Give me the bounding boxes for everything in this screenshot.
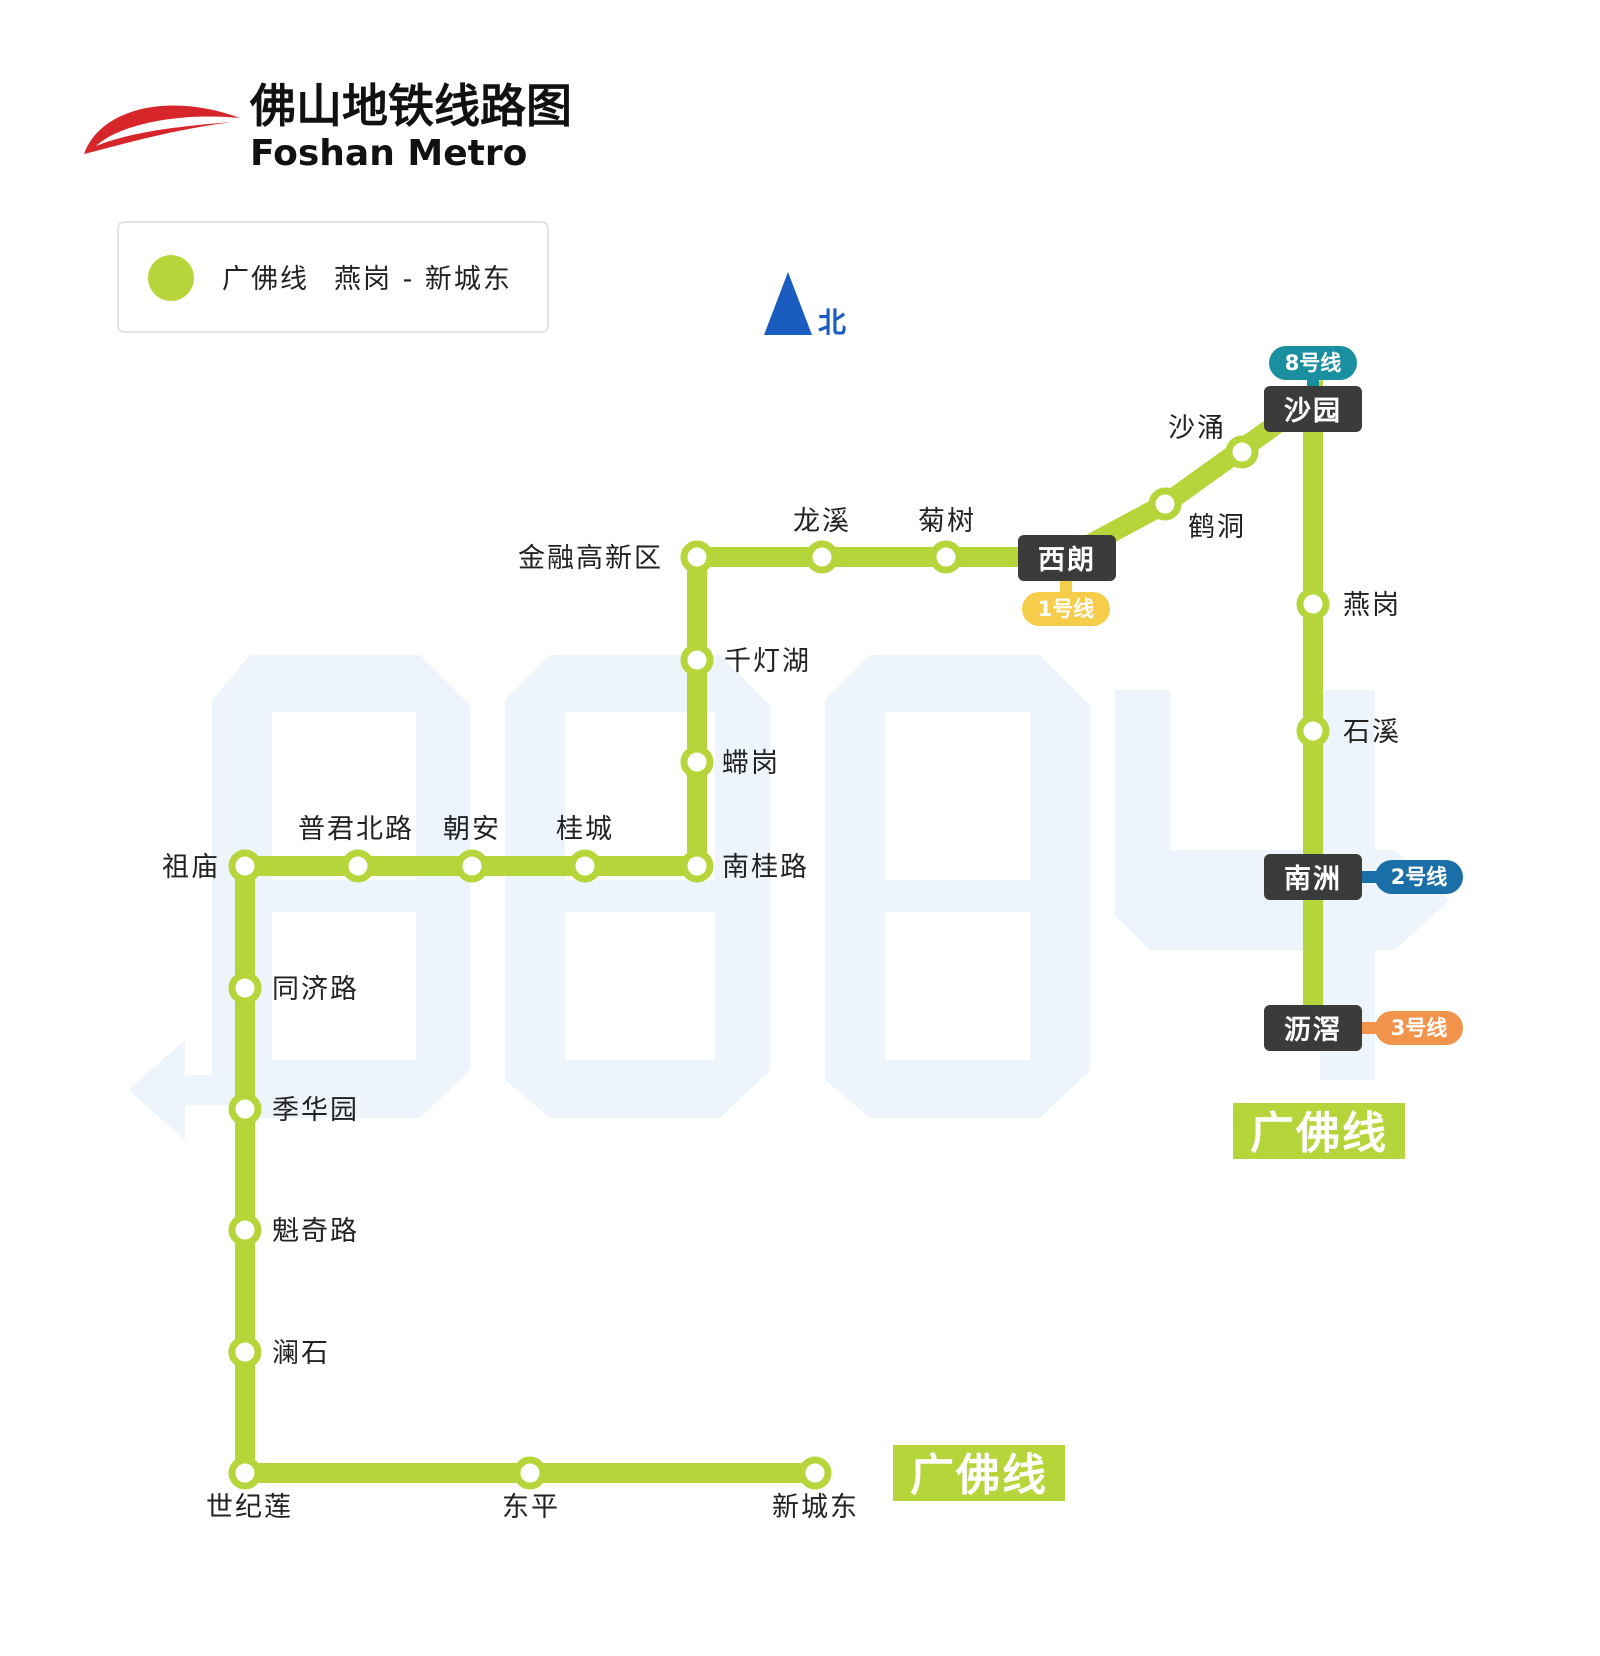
legend-line-name: 广佛线 xyxy=(222,264,309,295)
hub-label: 沙园 xyxy=(1284,396,1342,427)
hub-label: 西朗 xyxy=(1038,545,1096,576)
watermark xyxy=(128,655,1450,1140)
station-chaoan[interactable]: 朝安 xyxy=(443,814,501,883)
hub-lijiao[interactable]: 沥滘 3号线 xyxy=(1264,1005,1463,1051)
station-kuiqilu[interactable]: 魁奇路 xyxy=(228,1213,359,1247)
compass: 北 xyxy=(764,272,846,339)
station-label: 千灯湖 xyxy=(724,646,811,677)
station-dongping[interactable]: 东平 xyxy=(502,1456,560,1523)
station-jihuayuan[interactable]: 季华园 xyxy=(228,1092,359,1126)
station-nanguilu[interactable]: 南桂路 xyxy=(680,849,809,883)
transfer-tag-label: 1号线 xyxy=(1038,597,1095,621)
legend-line-dot-icon xyxy=(148,255,194,301)
stations: 新城东 东平 世纪莲 澜石 魁奇路 季华园 同济路 祖庙 xyxy=(162,413,1401,1523)
station-label: 沙涌 xyxy=(1168,413,1226,444)
station-label: 季华园 xyxy=(272,1095,359,1126)
page-title: 佛山地铁线路图 xyxy=(249,79,572,133)
hub-xilang[interactable]: 西朗 1号线 xyxy=(1018,535,1116,626)
line-badge-bottom: 广佛线 xyxy=(893,1445,1065,1501)
line-badge-top: 广佛线 xyxy=(1233,1103,1405,1159)
hub-label: 沥滘 xyxy=(1284,1015,1342,1046)
station-label: 燕岗 xyxy=(1343,590,1401,621)
station-jushu[interactable]: 菊树 xyxy=(918,506,976,574)
station-yangang[interactable]: 燕岗 xyxy=(1296,587,1401,621)
line-badge-label: 广佛线 xyxy=(910,1450,1048,1501)
station-label: 䗖岗 xyxy=(722,748,780,779)
station-label: 新城东 xyxy=(772,1492,859,1523)
station-label: 桂城 xyxy=(556,814,614,845)
transfer-tag-label: 2号线 xyxy=(1391,865,1448,889)
station-label: 金融高新区 xyxy=(518,543,663,574)
station-tongjilu[interactable]: 同济路 xyxy=(228,971,359,1005)
station-qiandenghu[interactable]: 千灯湖 xyxy=(680,643,811,677)
station-jinronggaoxinqu[interactable]: 金融高新区 xyxy=(518,540,714,574)
transfer-tag-line2 xyxy=(1375,860,1463,894)
station-label: 菊树 xyxy=(918,506,976,537)
north-arrow-icon xyxy=(764,272,812,335)
compass-label: 北 xyxy=(818,306,846,339)
station-label: 魁奇路 xyxy=(272,1216,359,1247)
station-label: 祖庙 xyxy=(162,852,220,883)
transfer-tag-line1 xyxy=(1022,592,1110,626)
line-badge-label: 广佛线 xyxy=(1250,1108,1388,1159)
station-label: 鹤洞 xyxy=(1188,512,1246,543)
station-shachong[interactable]: 沙涌 xyxy=(1168,413,1259,469)
legend: 广佛线 燕岗 - 新城东 xyxy=(117,221,549,333)
station-label: 世纪莲 xyxy=(206,1492,293,1523)
station-label: 普君北路 xyxy=(298,814,414,845)
page-subtitle: Foshan Metro xyxy=(250,133,527,174)
transfer-tag-line3 xyxy=(1375,1011,1463,1045)
hub-shayuan[interactable]: 沙园 8号线 xyxy=(1264,346,1362,432)
station-longxi[interactable]: 龙溪 xyxy=(793,506,851,574)
hub-nanzhou[interactable]: 南洲 2号线 xyxy=(1264,854,1463,900)
station-guicheng[interactable]: 桂城 xyxy=(556,814,614,883)
station-label: 龙溪 xyxy=(793,506,851,537)
station-pujunbeilu[interactable]: 普君北路 xyxy=(298,814,414,883)
station-label: 石溪 xyxy=(1343,717,1401,748)
transfer-tag-line8 xyxy=(1269,346,1357,380)
foshan-metro-logo-icon xyxy=(84,105,240,154)
station-hedong[interactable]: 鹤洞 xyxy=(1148,487,1246,543)
station-label: 南桂路 xyxy=(722,852,809,883)
station-shijilian[interactable]: 世纪莲 xyxy=(206,1456,293,1523)
station-label: 东平 xyxy=(502,1492,560,1523)
legend-route: 燕岗 - 新城东 xyxy=(334,264,512,295)
station-zumiao[interactable]: 祖庙 xyxy=(162,849,262,883)
hub-label: 南洲 xyxy=(1284,864,1342,895)
station-lanshi[interactable]: 澜石 xyxy=(228,1335,330,1369)
transfer-tag-label: 8号线 xyxy=(1285,351,1342,375)
transfer-tag-label: 3号线 xyxy=(1391,1016,1448,1040)
station-shixi[interactable]: 石溪 xyxy=(1296,714,1401,748)
station-label: 同济路 xyxy=(272,974,359,1005)
station-leigang[interactable]: 䗖岗 xyxy=(680,745,780,779)
station-label: 澜石 xyxy=(272,1338,330,1369)
station-xinchengdong[interactable]: 新城东 xyxy=(772,1456,859,1523)
station-label: 朝安 xyxy=(443,814,501,845)
